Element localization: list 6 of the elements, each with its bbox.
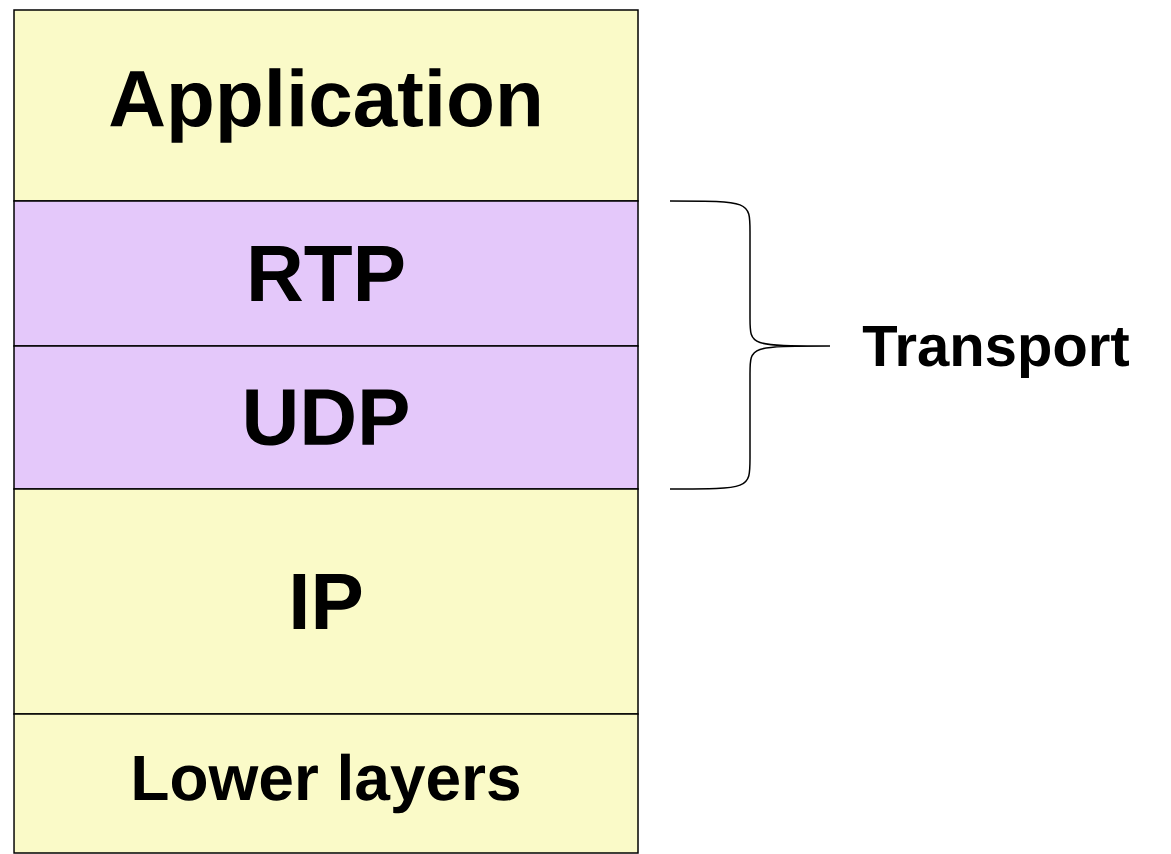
layer-box: Lower layers <box>13 713 639 854</box>
layer-box: UDP <box>13 345 639 490</box>
brace-label: Transport <box>862 326 1129 378</box>
layer-box: Application <box>13 9 639 202</box>
layer-box: RTP <box>13 200 639 347</box>
layer-box: IP <box>13 488 639 715</box>
